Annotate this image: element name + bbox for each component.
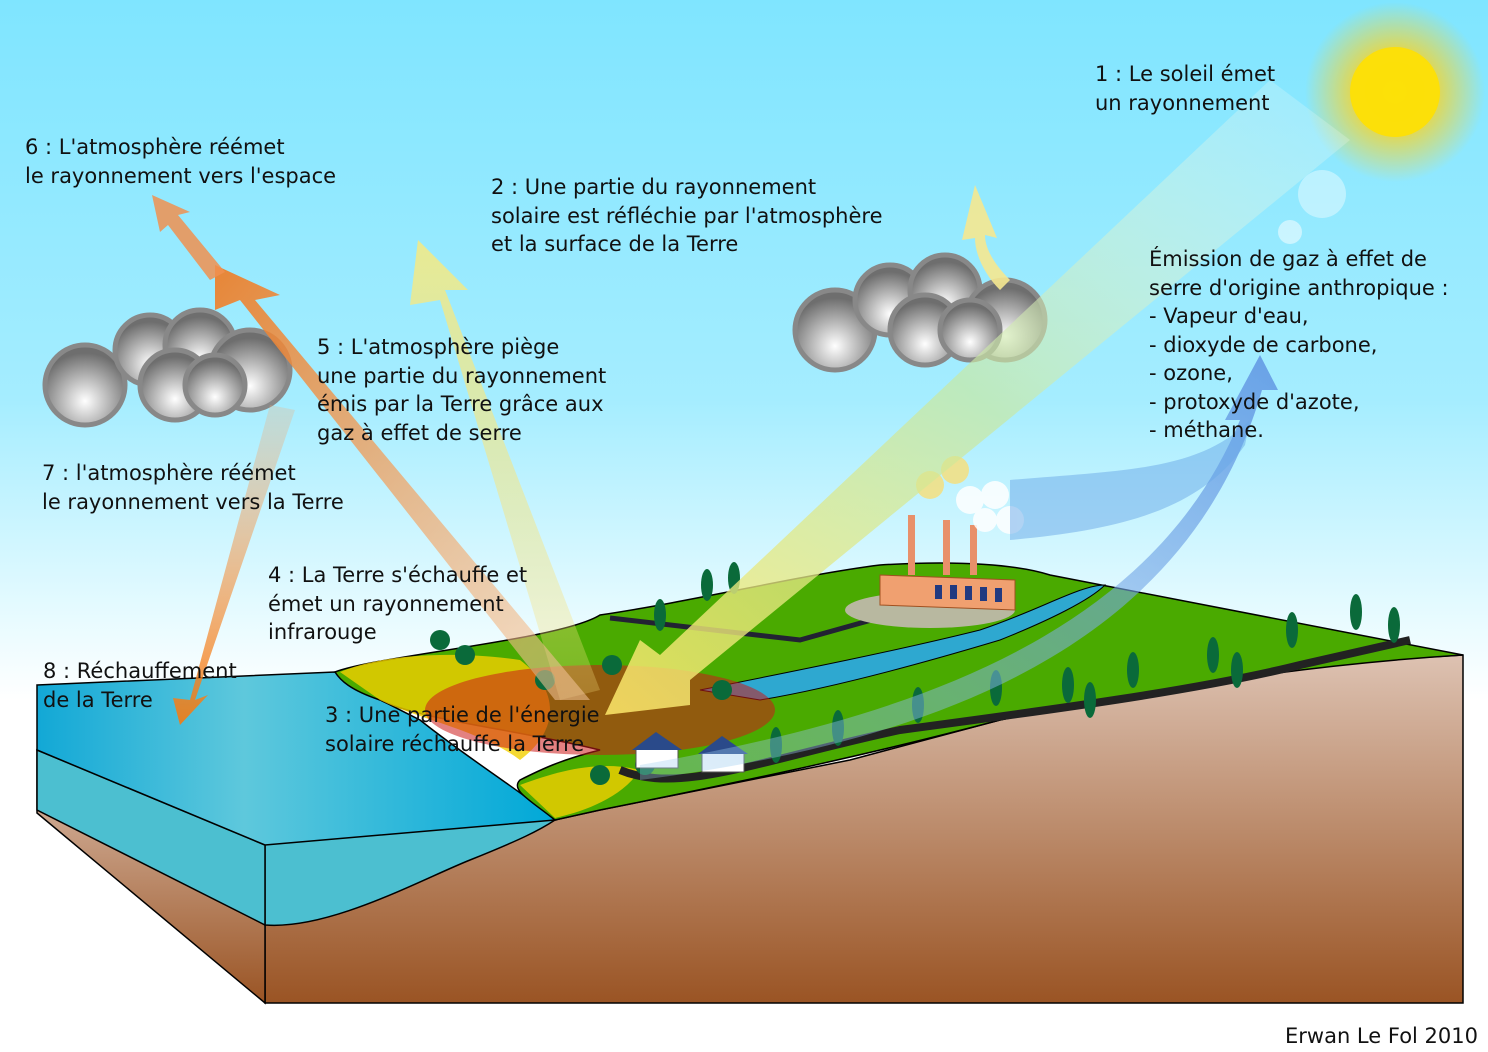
label-step6: 6 : L'atmosphère réémet le rayonnement v… bbox=[25, 135, 337, 188]
label-step4: 4 : La Terre s'échauffe et émet un rayon… bbox=[268, 563, 528, 644]
label-step1: 1 : Le soleil émet un rayonnement bbox=[1095, 62, 1276, 115]
infrared-space-arrow bbox=[152, 195, 225, 280]
label-step8: 8 : Réchauffement de la Terre bbox=[43, 659, 237, 712]
gas-emission-arrow bbox=[640, 355, 1278, 780]
cloud-right-icon bbox=[792, 252, 1048, 373]
road bbox=[618, 636, 1411, 783]
credit: Erwan Le Fol 2010 bbox=[1285, 1024, 1478, 1048]
sun-icon bbox=[1278, 2, 1485, 244]
label-step7: 7 : l'atmosphère réémet le rayonnement v… bbox=[42, 461, 344, 514]
gas-factory-arrow bbox=[1010, 420, 1250, 540]
river bbox=[699, 584, 1107, 701]
label-step2: 2 : Une partie du rayonnement solaire es… bbox=[491, 175, 883, 256]
infrared-emitted-arrow bbox=[215, 265, 590, 700]
solar-reflected-cloud-arrow bbox=[962, 185, 1010, 290]
label-emissions: Émission de gaz à effet de serre d'origi… bbox=[1149, 247, 1449, 442]
label-step5: 5 : L'atmosphère piège une partie du ray… bbox=[317, 335, 607, 445]
cloud-left-icon bbox=[42, 307, 293, 428]
infrared-earth-arrow bbox=[173, 405, 295, 725]
label-step3: 3 : Une partie de l'énergie solaire réch… bbox=[325, 703, 600, 756]
solar-reflected-arrow bbox=[410, 240, 600, 700]
solar-incoming-arrow bbox=[605, 80, 1350, 715]
